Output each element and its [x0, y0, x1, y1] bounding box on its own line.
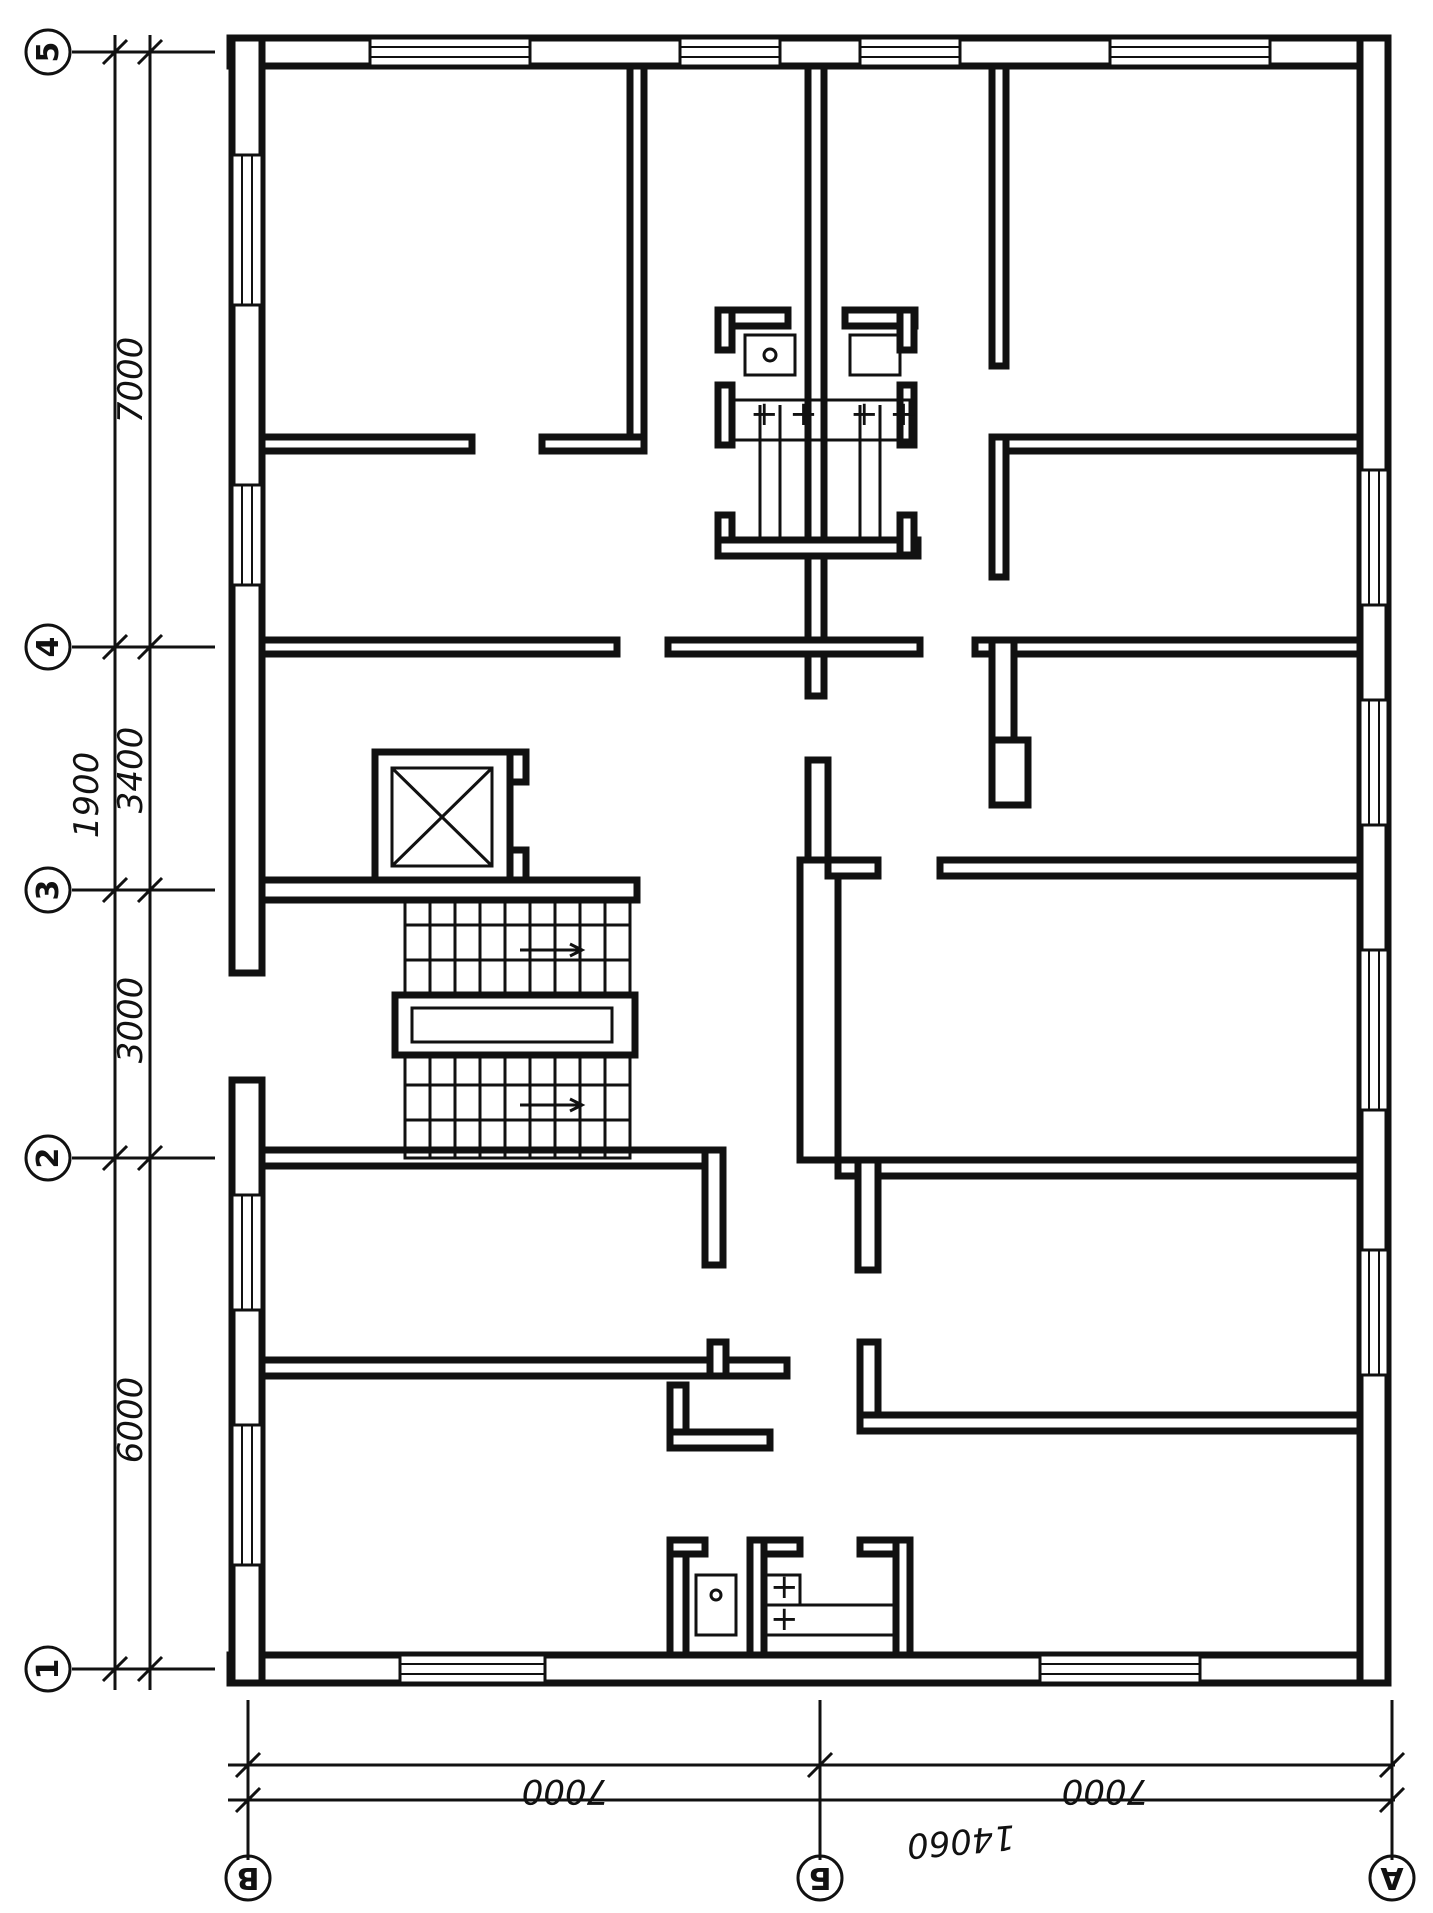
- interior-walls: [258, 62, 1364, 1659]
- svg-text:+ +: + +: [850, 394, 918, 434]
- row-axis-markers: [24, 28, 72, 1693]
- staircase: [391, 898, 639, 1160]
- dim-2-1: 6000: [111, 1377, 151, 1464]
- axis-label-v: В: [237, 1860, 260, 1895]
- upper-sanitary-block: + + + +: [714, 306, 922, 560]
- axis-label-5: 5: [31, 42, 66, 63]
- axis-label-a: А: [1380, 1860, 1404, 1895]
- svg-text:+: +: [770, 1599, 799, 1639]
- horizontal-dimensions: [228, 1700, 1406, 1860]
- axis-label-3: 3: [31, 880, 66, 901]
- axis-label-b: Б: [809, 1860, 832, 1895]
- axis-label-2: 2: [31, 1148, 66, 1169]
- axis-label-1: 1: [31, 1659, 66, 1680]
- dim-4-3-alt: 1900: [67, 752, 107, 839]
- dim-5-4: 7000: [111, 337, 151, 424]
- elevator-shaft: [371, 748, 530, 884]
- column-axis-markers: [224, 1854, 1416, 1902]
- dim-total: 14060: [905, 1816, 1016, 1865]
- dim-b-a: 7000: [1062, 1771, 1149, 1811]
- dim-v-b: 7000: [522, 1771, 609, 1811]
- svg-text:+ +: + +: [750, 394, 818, 434]
- dim-3-2: 3000: [111, 977, 151, 1064]
- axis-label-4: 4: [31, 637, 66, 658]
- lower-sanitary-block: + +: [694, 1567, 898, 1639]
- vertical-dimensions: [72, 35, 215, 1690]
- dim-4-3: 3400: [111, 727, 151, 814]
- svg-text:+: +: [770, 1567, 799, 1607]
- windows: [230, 36, 1390, 1685]
